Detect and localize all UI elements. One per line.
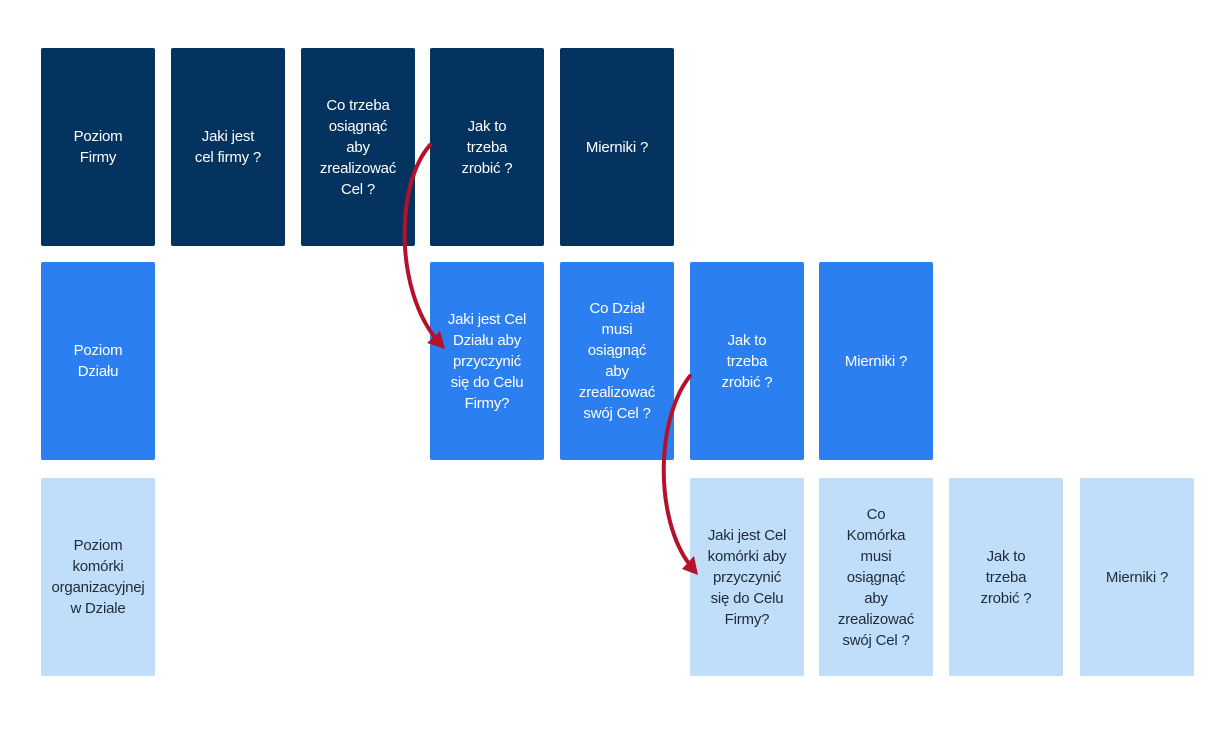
department-what-label: Co Dział musi osiągnąć aby zrealizować s… [578, 300, 656, 422]
department-level-label: Poziom Działu [73, 342, 123, 380]
company-level-box: Poziom Firmy [41, 48, 155, 246]
department-level-box: Poziom Działu [41, 262, 155, 460]
company-how-box: Jak to trzeba zrobić ? [430, 48, 544, 246]
unit-how-label: Jak to trzeba zrobić ? [980, 547, 1032, 607]
unit-what-box: Co Komórka musi osiągnąć aby zrealizować… [819, 478, 933, 676]
unit-goal-box: Jaki jest Cel komórki aby przyczynić się… [690, 478, 804, 676]
company-what-box: Co trzeba osiągnąć aby zrealizować Cel ? [301, 48, 415, 246]
company-level-label: Poziom Firmy [73, 128, 123, 166]
unit-how-box: Jak to trzeba zrobić ? [949, 478, 1063, 676]
unit-metrics-box: Mierniki ? [1080, 478, 1194, 676]
department-how-label: Jak to trzeba zrobić ? [721, 331, 773, 391]
company-what-label: Co trzeba osiągnąć aby zrealizować Cel ? [319, 96, 397, 198]
department-how-box: Jak to trzeba zrobić ? [690, 262, 804, 460]
unit-goal-label: Jaki jest Cel komórki aby przyczynić się… [707, 526, 787, 628]
department-goal-box: Jaki jest Cel Działu aby przyczynić się … [430, 262, 544, 460]
unit-level-label: Poziom komórki organizacyjnej w Dziale [51, 537, 145, 617]
company-metrics-label: Mierniki ? [585, 138, 649, 156]
department-what-box: Co Dział musi osiągnąć aby zrealizować s… [560, 262, 674, 460]
department-goal-label: Jaki jest Cel Działu aby przyczynić się … [447, 310, 527, 412]
company-goal-label: Jaki jest cel firmy ? [194, 128, 262, 166]
company-metrics-box: Mierniki ? [560, 48, 674, 246]
unit-level-box: Poziom komórki organizacyjnej w Dziale [41, 478, 155, 676]
department-metrics-label: Mierniki ? [844, 352, 908, 370]
unit-what-label: Co Komórka musi osiągnąć aby zrealizować… [837, 505, 915, 649]
company-goal-box: Jaki jest cel firmy ? [171, 48, 285, 246]
unit-metrics-label: Mierniki ? [1105, 568, 1169, 586]
department-metrics-box: Mierniki ? [819, 262, 933, 460]
company-how-label: Jak to trzeba zrobić ? [461, 117, 513, 177]
